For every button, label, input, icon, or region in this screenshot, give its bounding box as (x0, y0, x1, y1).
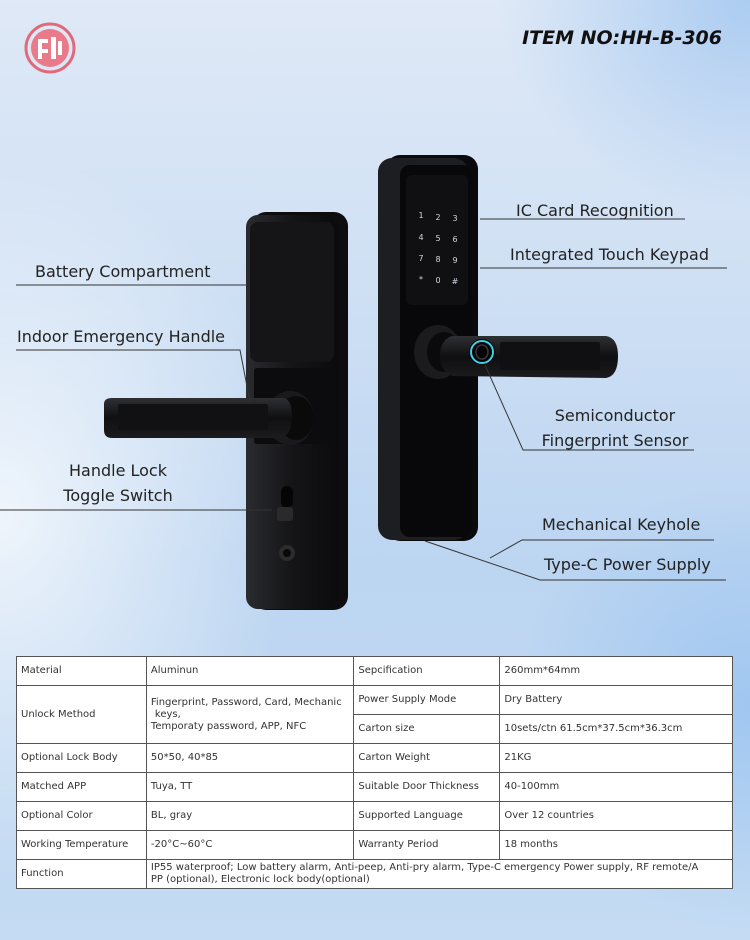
table-cell: IP55 waterproof; Low battery alarm, Anti… (145, 859, 734, 889)
table-cell: Warranty Period (353, 830, 501, 860)
table-row: Matched APP Tuya, TT Suitable Door Thick… (16, 772, 733, 802)
product-illustration: 1 2 3 4 5 6 7 8 9 * 0 # (0, 155, 727, 610)
indoor-handle (104, 391, 314, 445)
table-cell: 260mm*64mm (499, 656, 733, 686)
table-row: Unlock Method Fingerprint, Password, Car… (16, 685, 733, 744)
keypad-key: # (452, 277, 459, 286)
spec-table: Material Aluminun Sepcification 260mm*64… (16, 656, 734, 889)
table-cell: Supported Language (353, 801, 501, 831)
keypad-key: 6 (452, 235, 457, 244)
table-row: Working Temperature -20°C~60°C Warranty … (16, 830, 733, 860)
table-cell: Power Supply Mode (353, 685, 501, 715)
table-cell: Dry Battery (499, 685, 733, 715)
table-cell: Function (16, 859, 147, 889)
table-cell: 40-100mm (499, 772, 733, 802)
callout-typec-power: Type-C Power Supply (544, 555, 711, 574)
keypad-key: 3 (452, 214, 457, 223)
keypad-key: 1 (418, 211, 423, 220)
keypad-key: 7 (418, 254, 423, 263)
callout-touch-keypad: Integrated Touch Keypad (510, 245, 710, 264)
table-row: Material Aluminun Sepcification 260mm*64… (16, 656, 733, 686)
table-row: Carton size 10sets/ctn 61.5cm*37.5cm*36.… (17, 714, 733, 744)
table-cell: Aluminun (145, 656, 355, 686)
table-cell: 10sets/ctn 61.5cm*37.5cm*36.3cm (499, 714, 733, 744)
callout-battery-compartment: Battery Compartment (35, 262, 211, 281)
table-cell: Working Temperature (16, 830, 147, 860)
table-cell: Carton Weight (353, 743, 501, 773)
keypad-key: 4 (418, 233, 423, 242)
table-cell: -20°C~60°C (145, 830, 355, 860)
table-cell: Optional Lock Body (16, 743, 147, 773)
callout-ic-card: IC Card Recognition (516, 201, 674, 220)
table-cell: BL, gray (145, 801, 355, 831)
callout-lines (0, 218, 727, 581)
keypad-key: * (419, 275, 423, 284)
table-cell: Unlock Method (16, 685, 147, 744)
table-cell: 21KG (499, 743, 733, 773)
outdoor-handle (414, 325, 618, 379)
fingerprint-sensor-icon (469, 339, 495, 365)
table-cell: Fingerprint, Password, Card, Mechanic ke… (145, 685, 355, 744)
table-cell: 50*50, 40*85 (145, 743, 355, 773)
keypad-key: 9 (452, 256, 457, 265)
brand-logo (24, 22, 76, 74)
table-row: Optional Color BL, gray Supported Langua… (16, 801, 733, 831)
table-cell: Sepcification (353, 656, 501, 686)
keypad-key: 2 (435, 213, 440, 222)
table-cell: Material (16, 656, 147, 686)
table-cell: Matched APP (16, 772, 147, 802)
table-cell: Carton size (353, 714, 501, 744)
table-cell: Tuya, TT (145, 772, 355, 802)
callout-fingerprint-sensor: Semiconductor Fingerprint Sensor (541, 406, 689, 450)
table-cell: 18 months (499, 830, 733, 860)
table-cell: Optional Color (16, 801, 147, 831)
callout-mechanical-keyhole: Mechanical Keyhole (542, 515, 701, 534)
callout-indoor-emergency-handle: Indoor Emergency Handle (17, 327, 226, 346)
table-row: Optional Lock Body 50*50, 40*85 Carton W… (16, 743, 733, 773)
item-number: ITEM NO:HH-B-306 (522, 27, 722, 49)
keypad-key: 5 (435, 234, 440, 243)
callout-handle-lock: Handle Lock Toggle Switch (63, 461, 173, 505)
table-cell: Over 12 countries (499, 801, 733, 831)
keypad-key: 8 (435, 255, 440, 264)
keypad-key: 0 (435, 276, 440, 285)
table-cell: Suitable Door Thickness (353, 772, 501, 802)
table-row: Function IP55 waterproof; Low battery al… (16, 859, 734, 889)
